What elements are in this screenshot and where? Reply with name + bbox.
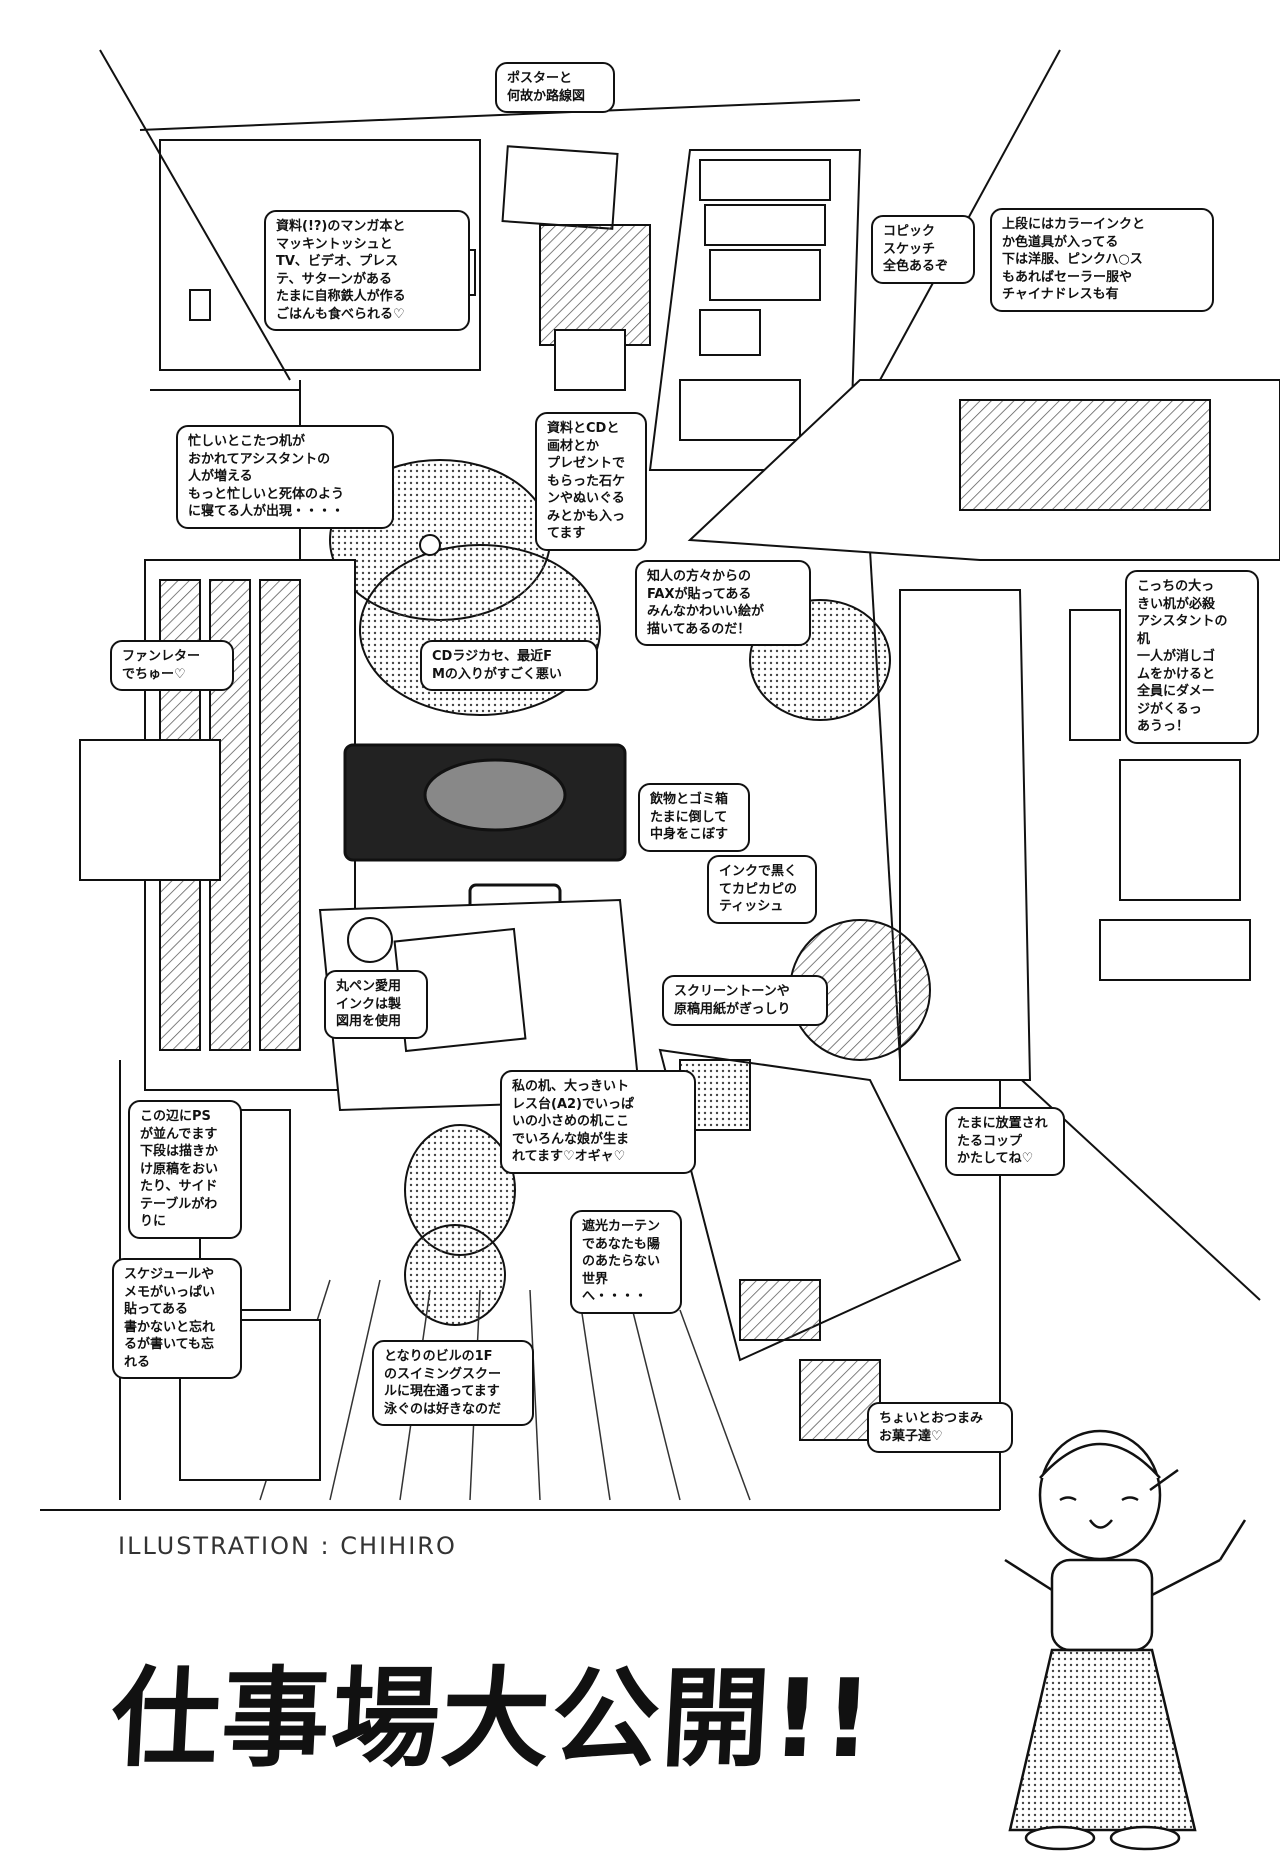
caption-fan-letter: ファンレター でちゅー♡ (110, 640, 234, 692)
caption-curtain: 遮光カーテン であなたも陽 のあたらない 世界へ・・・・ (570, 1210, 682, 1314)
caption-swimming: となりのビルの1F のスイミングスクー ルに現在通ってます 泳ぐのは好きなのだ (372, 1340, 534, 1427)
my-chair (404, 1124, 516, 1326)
caption-pen: 丸ペン愛用 インクは製 図用を使用 (324, 970, 428, 1039)
caption-screentone: スクリーントーンや 原稿用紙がぎっしり (662, 975, 828, 1027)
page-title: 仕事場大公開!! (108, 1657, 878, 1782)
caption-trash: 飲物とゴミ箱 たまに倒して 中身をこぼす (638, 783, 750, 852)
caption-fax: 知人の方々からの FAXが貼ってある みんなかわいい絵が 描いてあるのだ！ (635, 560, 811, 647)
caption-cup: たまに放置され たるコップ かたしてね♡ (945, 1107, 1065, 1176)
assistant-desk (899, 589, 1251, 1081)
closet (687, 379, 1280, 561)
screentone-shelf (658, 1048, 962, 1441)
caption-tissue: インクで黒く てカピカピの ティッシュ (707, 855, 817, 924)
caption-closet: 上段にはカラーインクと か色道具が入ってる 下は洋服、ピンクハ○ス もあればセー… (990, 208, 1214, 312)
caption-schedule: スケジュールや メモがいっぱい 貼ってある 書かないと忘れ るが書いても忘 れる (112, 1258, 242, 1380)
illustration-credit: ILLUSTRATION : CHIHIRO (118, 1532, 457, 1560)
caption-tv-and-games: 資料(!?)のマンガ本と マッキントッシュと TV、ビデオ、プレス テ、サターン… (264, 210, 470, 332)
storage-shelf (648, 149, 862, 471)
caption-kotatsu: 忙しいとこたつ机が おかれてアシスタントの 人が増える もっと忙しいと死体のよう… (176, 425, 394, 529)
cd-radio (343, 743, 627, 922)
caption-my-desk: 私の机、大っきいト レス台(A2)でいっぱ いの小さめの机ここ でいろんな娘が生… (500, 1070, 696, 1174)
caption-ps: この辺にPS が並んでます 下段は描きか け原稿をおい たり、サイド テーブルが… (128, 1100, 242, 1239)
caption-assistant-desk: こっちの大っ きい机が必殺 アシスタントの 机 一人が消しゴ ムをかけると 全員… (1125, 570, 1259, 744)
caption-shelf-contents: 資料とCDと 画材とか プレゼントで もらった石ケ ンやぬいぐる みとかも入っ … (535, 412, 647, 551)
caption-snacks: ちょいとおつまみ お菓子達♡ (867, 1402, 1013, 1454)
posters (501, 145, 651, 391)
caption-poster: ポスターと 何故か路線図 (495, 62, 615, 114)
caption-copic: コピック スケッチ 全色あるぞ (871, 215, 975, 284)
girl-character (1004, 1429, 1247, 1851)
caption-cd-radio: CDラジカセ、最近F Mの入りがすごく悪い (420, 640, 598, 692)
